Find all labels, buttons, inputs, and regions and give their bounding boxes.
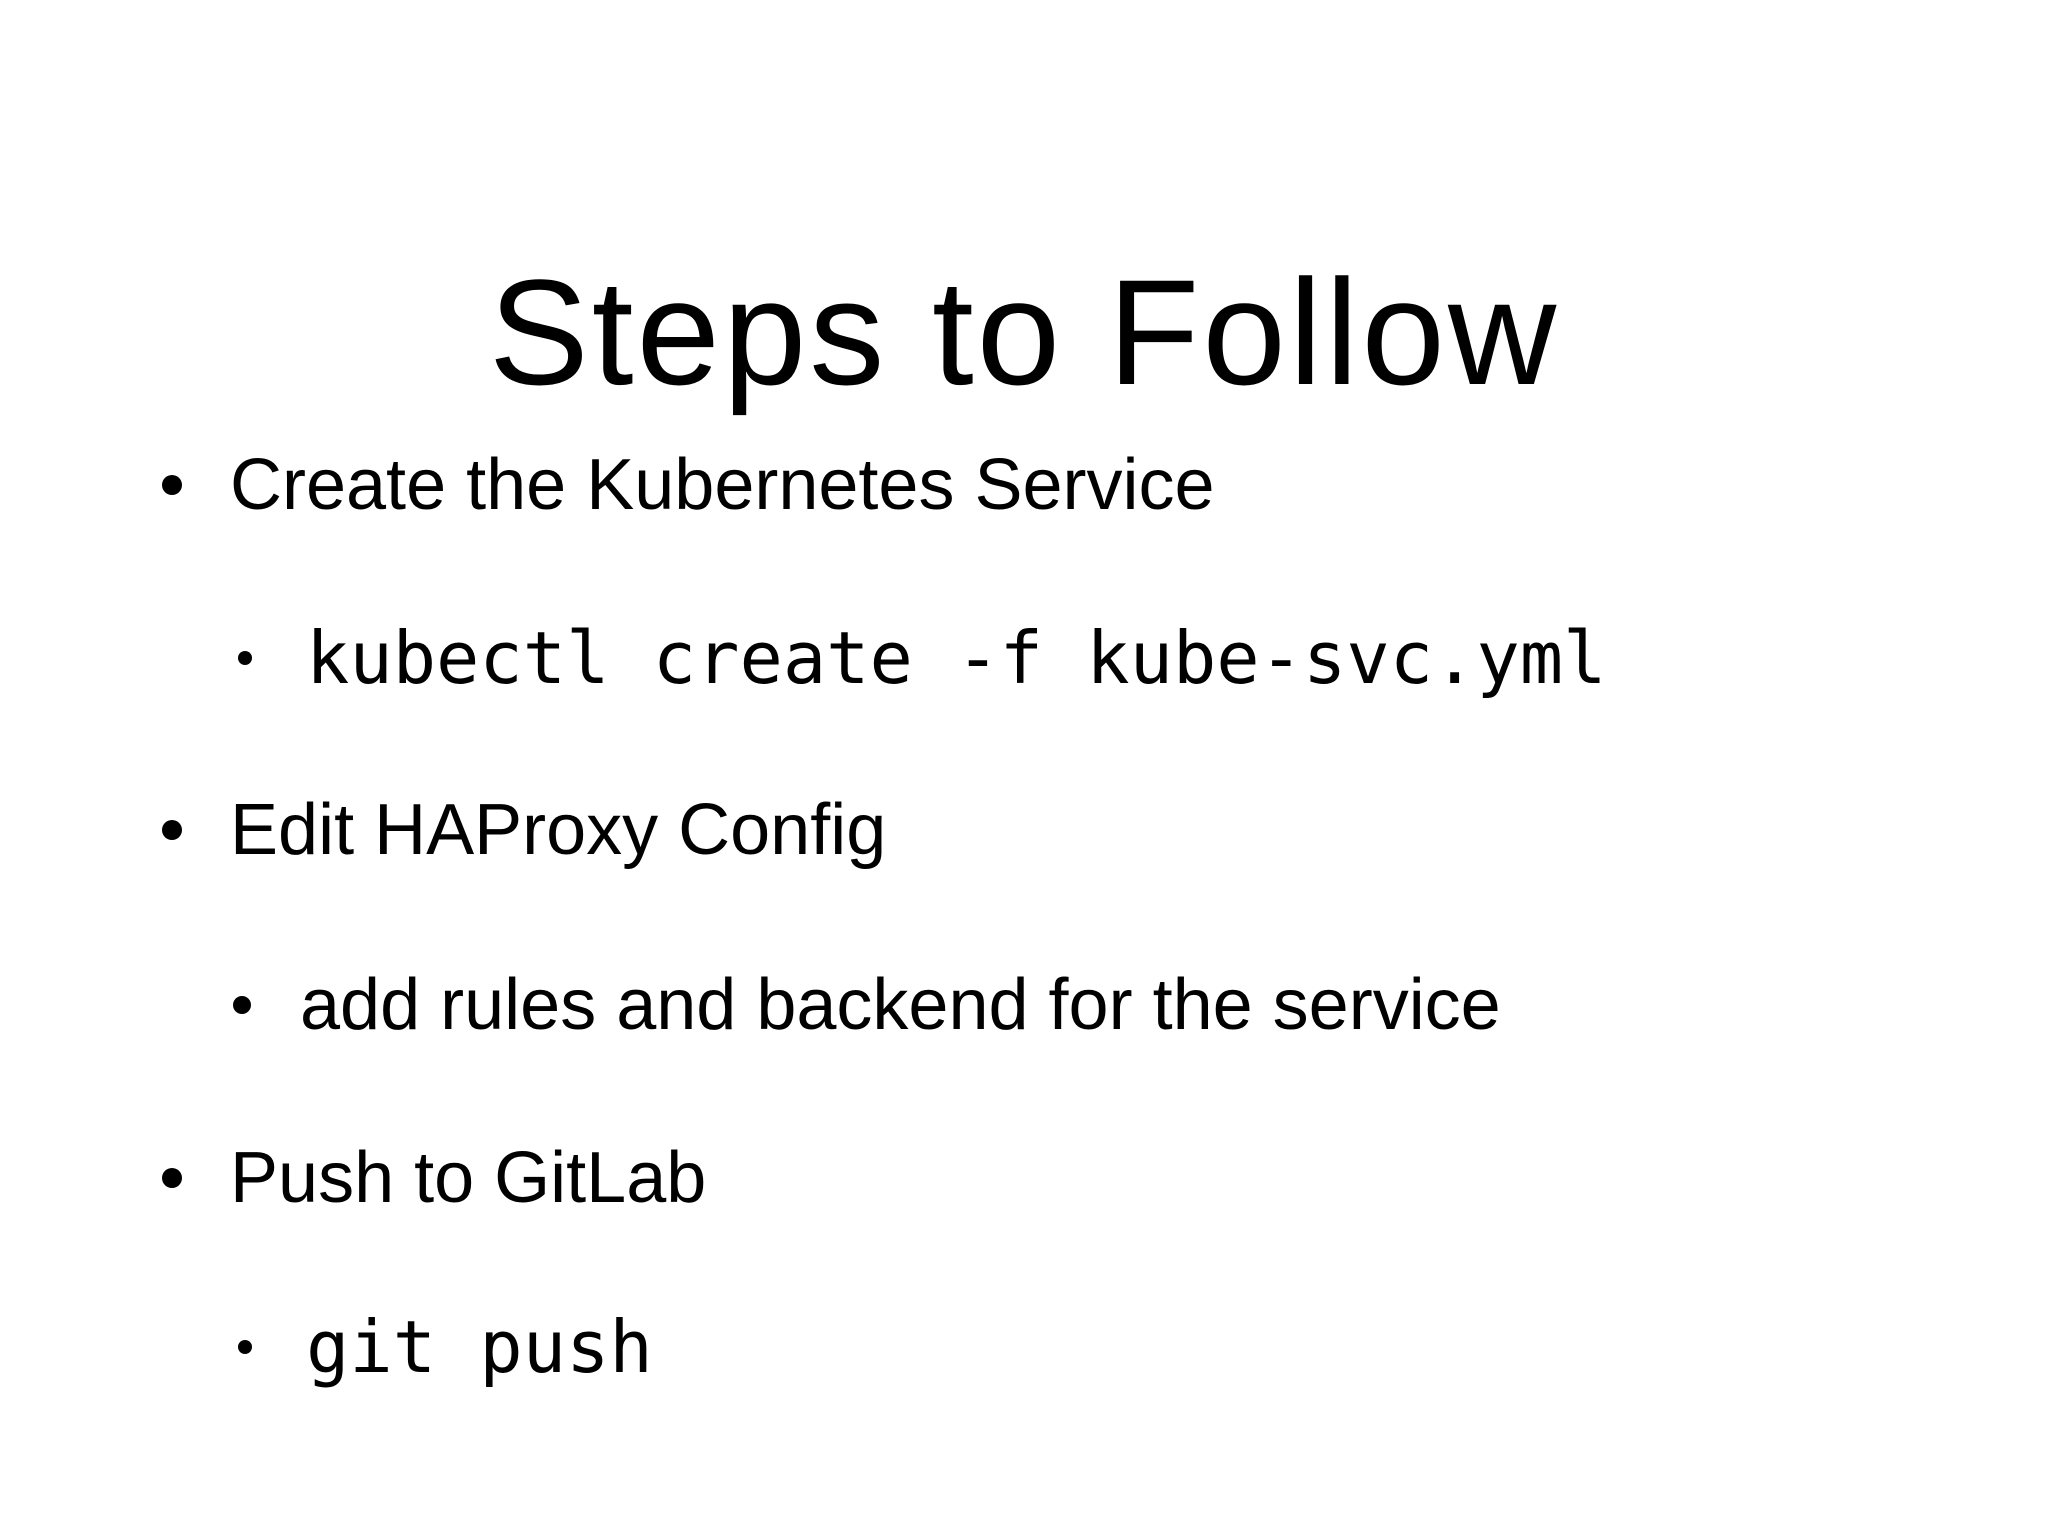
bullet-code-text: kubectl create -f kube-svc.yml	[306, 616, 1607, 700]
bullet-dot-icon	[233, 996, 251, 1014]
bullet-item-level1: Push to GitLab	[162, 1118, 706, 1238]
bullet-text: add rules and backend for the service	[300, 965, 1501, 1045]
bullet-code-text: git push	[306, 1305, 653, 1389]
bullet-text: Push to GitLab	[230, 1138, 707, 1218]
bullet-dot-icon	[162, 1168, 182, 1188]
bullet-item-level1: Create the Kubernetes Service	[162, 425, 1215, 545]
bullet-item-level2-code: kubectl create -f kube-svc.yml	[238, 598, 1606, 718]
bullet-text: Edit HAProxy Config	[230, 790, 887, 870]
bullet-dot-icon	[162, 820, 182, 840]
bullet-dot-icon	[162, 475, 182, 495]
bullet-dot-icon	[238, 651, 252, 665]
bullet-item-level2-code: git push	[238, 1287, 653, 1407]
slide-title: Steps to Follow	[488, 247, 1560, 416]
bullet-item-level1: Edit HAProxy Config	[162, 770, 886, 890]
bullet-text: Create the Kubernetes Service	[230, 445, 1215, 525]
bullet-item-level2: add rules and backend for the service	[233, 945, 1501, 1065]
bullet-dot-icon	[238, 1340, 252, 1354]
